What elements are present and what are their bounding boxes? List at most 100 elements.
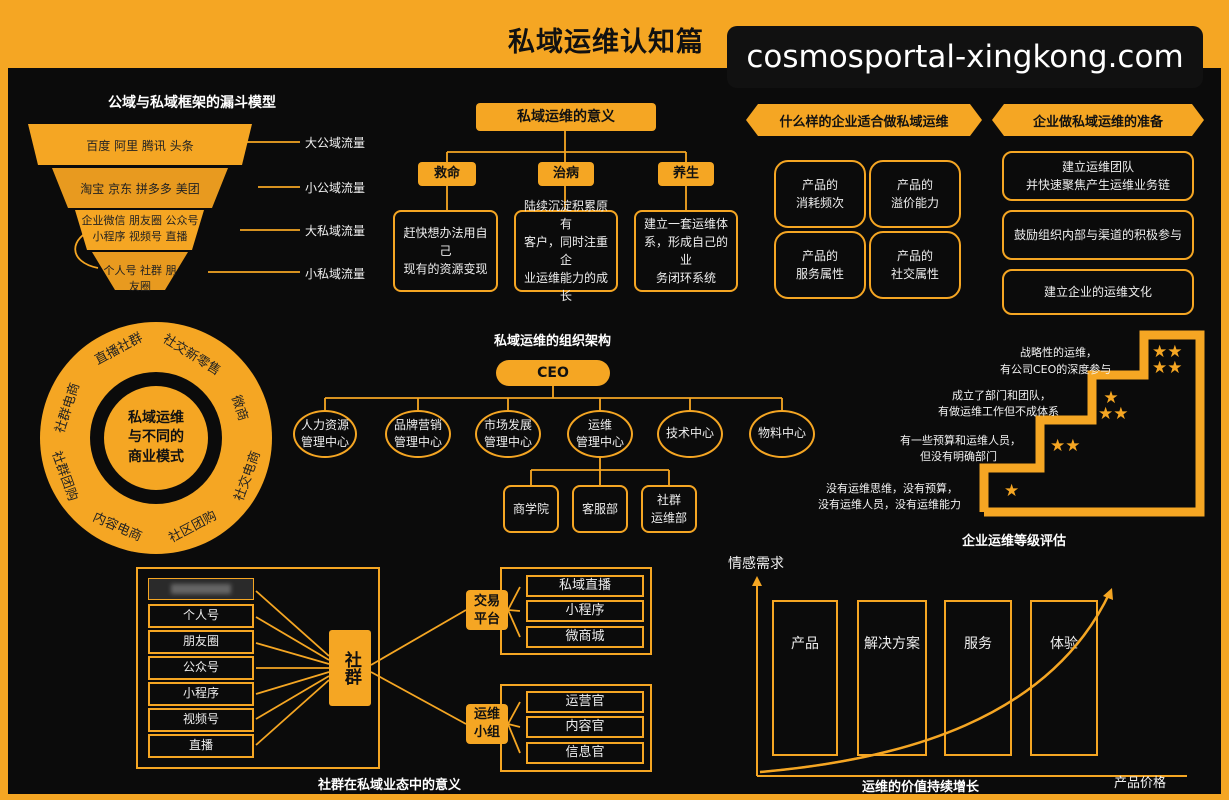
suitable-title: 什么样的企业适合做私域运维 bbox=[779, 115, 949, 130]
meaning-title: 私域运维的意义 bbox=[476, 103, 656, 131]
prepare-item-1-line2: 并快速聚焦产生运维业务链 bbox=[1025, 178, 1170, 192]
org-sub-3-line2: 运维部 bbox=[650, 511, 687, 525]
org-dept-1-line2: 管理中心 bbox=[300, 435, 349, 449]
level-1-stars-icon: ★ bbox=[1004, 481, 1020, 501]
org-dept-4-line2: 管理中心 bbox=[575, 435, 624, 449]
level-1-line2: 没有运维人员，没有运维能力 bbox=[818, 498, 961, 511]
funnel-layer-1-text: 百度 阿里 腾讯 头条 bbox=[86, 139, 194, 153]
value-stage-4: 体验 bbox=[1030, 600, 1098, 756]
org-dept-2-line1: 品牌营销 bbox=[393, 417, 442, 432]
suitable-cell-2-line2: 溢价能力 bbox=[890, 196, 939, 210]
value-stage-3: 服务 bbox=[944, 600, 1012, 756]
community-left-item-5: 视频号 bbox=[148, 708, 254, 732]
level-2-line2: 但没有明确部门 bbox=[920, 450, 997, 463]
community-left-item-1: 个人号 bbox=[148, 604, 254, 628]
meaning-item-2-desc-line3: 业运维能力的成长 bbox=[523, 271, 608, 303]
meaning-item-3-name: 养生 bbox=[658, 162, 714, 186]
community-team-label-line1: 运维 bbox=[473, 707, 500, 723]
community-team-label-line2: 小组 bbox=[473, 725, 500, 740]
org-dept-3-line2: 管理中心 bbox=[483, 435, 532, 449]
community-trade-item-3: 微商城 bbox=[526, 626, 644, 648]
community-left-item-4: 小程序 bbox=[148, 682, 254, 706]
suitable-cell-2-line1: 产品的 bbox=[896, 178, 933, 192]
level-3-line1: 成立了部门和团队， bbox=[952, 389, 1051, 402]
community-trade-item-1: 私域直播 bbox=[526, 575, 644, 597]
org-dept-6: 物料中心 bbox=[749, 410, 815, 458]
community-team-item-1: 运营官 bbox=[526, 691, 644, 713]
meaning-item-1-desc-line1: 赶快想办法用自己 bbox=[403, 226, 488, 258]
suitable-cell-4-line2: 社交属性 bbox=[890, 267, 939, 281]
community-center-text: 社群 bbox=[340, 651, 361, 685]
level-4-stars-icon: ★★★★ bbox=[1152, 342, 1183, 378]
org-dept-4-line1: 运维 bbox=[587, 417, 612, 432]
watermark-banner: cosmosportal-xingkong.com bbox=[727, 26, 1203, 88]
org-sub-2-line1: 客服部 bbox=[581, 502, 618, 516]
prepare-title-banner bbox=[992, 104, 1204, 136]
org-dept-1-line1: 人力资源 bbox=[300, 417, 349, 432]
prepare-item-3: 建立企业的运维文化 bbox=[1002, 269, 1194, 315]
blurred-text bbox=[171, 584, 231, 594]
community-trade-label-line2: 平台 bbox=[473, 612, 500, 627]
org-dept-6-line1: 物料中心 bbox=[757, 426, 806, 441]
funnel-label-2: 小公域流量 bbox=[305, 181, 366, 195]
funnel-label-3: 大私域流量 bbox=[305, 224, 366, 238]
org-dept-2-line2: 管理中心 bbox=[393, 435, 442, 449]
community-center: 社群 bbox=[329, 630, 371, 706]
community-trade-label-line1: 交易 bbox=[473, 594, 500, 610]
prepare-item-3-line1: 建立企业的运维文化 bbox=[1043, 285, 1152, 299]
meaning-item-2-name: 治病 bbox=[538, 162, 594, 186]
suitable-cell-3: 产品的 服务属性 bbox=[774, 231, 866, 299]
community-left-item-6: 直播 bbox=[148, 734, 254, 758]
value-stage-2: 解决方案 bbox=[857, 600, 927, 756]
suitable-cell-1-line2: 消耗频次 bbox=[795, 196, 844, 210]
meaning-item-3-desc-line2: 系，形成自己的业 bbox=[643, 235, 728, 267]
page-title: 私域运维认知篇 bbox=[508, 27, 704, 58]
level-4-line2: 有公司CEO的深度参与 bbox=[1000, 363, 1112, 376]
prepare-item-1: 建立运维团队 并快速聚焦产生运维业务链 bbox=[1002, 151, 1194, 201]
org-sub-3-line1: 社群 bbox=[656, 493, 681, 507]
community-team-label: 运维 小组 bbox=[466, 704, 508, 744]
funnel-layer-4-text: 个人号 社群 朋友圈 bbox=[103, 264, 177, 293]
level-3-stars-icon: ★★★ bbox=[1098, 388, 1129, 424]
funnel-label-1: 大公域流量 bbox=[305, 136, 366, 150]
org-sub-1-line1: 商学院 bbox=[512, 502, 549, 516]
community-trade-item-2: 小程序 bbox=[526, 600, 644, 622]
community-team-item-3: 信息官 bbox=[526, 742, 644, 764]
ring-center-line2: 与不同的 bbox=[128, 429, 184, 446]
meaning-item-3-desc: 建立一套运维体 系，形成自己的业 务闭环系统 bbox=[634, 210, 738, 292]
org-title: 私域运维的组织架构 bbox=[494, 334, 612, 349]
meaning-item-2-desc-line2: 客户，同时注重企 bbox=[523, 235, 608, 267]
level-1-line1: 没有运维思维，没有预算， bbox=[826, 482, 958, 495]
level-2-line1: 有一些预算和运维人员， bbox=[900, 434, 1021, 447]
level-3-line2: 有做运维工作但不成体系 bbox=[938, 405, 1059, 418]
funnel-layer-2-text: 淘宝 京东 拼多多 美团 bbox=[80, 182, 200, 196]
suitable-title-banner bbox=[746, 104, 982, 136]
level-4-line1: 战略性的运维， bbox=[1020, 346, 1097, 359]
meaning-item-3-desc-line1: 建立一套运维体 bbox=[643, 217, 728, 231]
ring-center-line3: 商业模式 bbox=[128, 448, 184, 465]
org-dept-4: 运维 管理中心 bbox=[567, 410, 633, 458]
meaning-item-2-desc: 陆续沉淀积累原有 客户，同时注重企 业运维能力的成长 bbox=[514, 199, 618, 303]
meaning-item-1-desc: 赶快想办法用自己 现有的资源变现 bbox=[393, 210, 498, 292]
funnel-layer-3-line2: 小程序 视频号 直播 bbox=[92, 230, 188, 243]
funnel-shape bbox=[28, 124, 252, 290]
meaning-item-2-desc-line1: 陆续沉淀积累原有 bbox=[523, 199, 608, 231]
org-dept-2: 品牌营销 管理中心 bbox=[385, 410, 451, 458]
community-team-item-2: 内容官 bbox=[526, 716, 644, 738]
community-left-item-3: 公众号 bbox=[148, 656, 254, 680]
org-dept-1: 人力资源 管理中心 bbox=[293, 410, 357, 458]
prepare-item-2: 鼓励组织内部与渠道的积极参与 bbox=[1002, 210, 1194, 260]
suitable-cell-1-line1: 产品的 bbox=[801, 178, 838, 192]
org-sub-3: 社群 运维部 bbox=[641, 485, 697, 533]
value-stage-1: 产品 bbox=[772, 600, 838, 756]
meaning-item-3-desc-line3: 务闭环系统 bbox=[655, 271, 716, 285]
org-sub-1: 商学院 bbox=[503, 485, 559, 533]
suitable-cell-2: 产品的 溢价能力 bbox=[869, 160, 961, 228]
value-chart-ylabel: 情感需求 bbox=[728, 556, 784, 572]
suitable-cell-4: 产品的 社交属性 bbox=[869, 231, 961, 299]
suitable-cell-3-line2: 服务属性 bbox=[795, 267, 844, 281]
funnel-layer-3-line1: 企业微信 朋友圈 公众号 bbox=[81, 214, 199, 227]
community-trade-label: 交易 平台 bbox=[466, 590, 508, 630]
